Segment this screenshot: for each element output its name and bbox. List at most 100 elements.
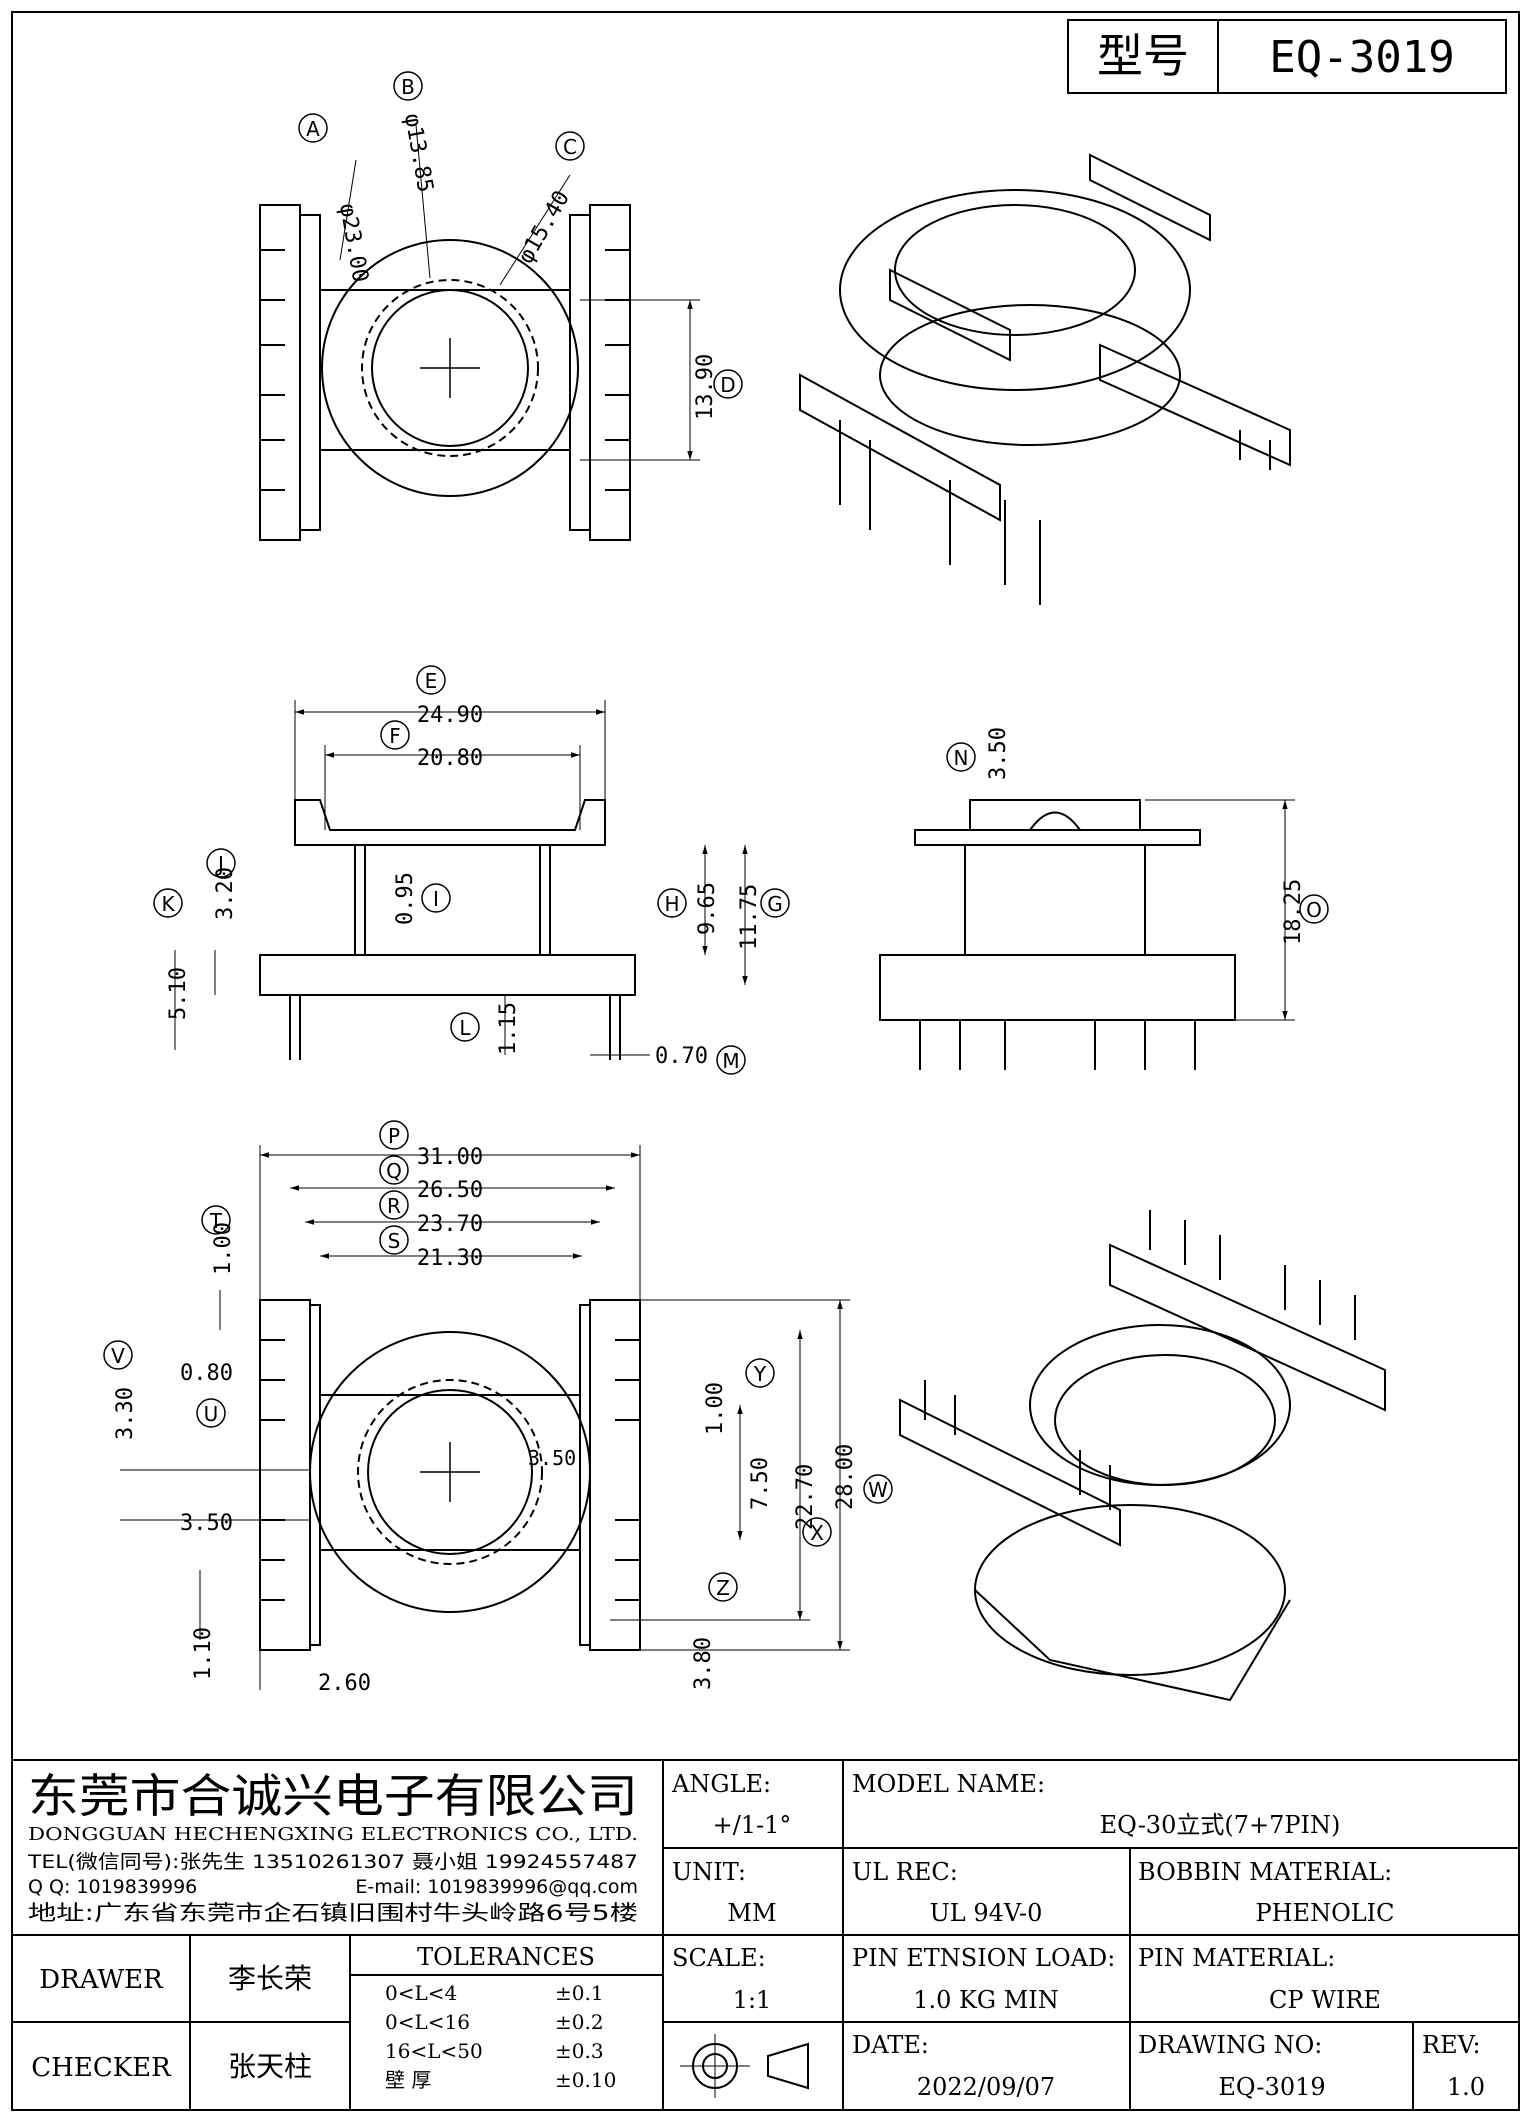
drawing-no-label: DRAWING NO: [1138, 2031, 1322, 2059]
dim-n: 3.50 [986, 727, 1011, 780]
bobbin-material-value: PHENOLIC [1255, 1899, 1394, 1927]
tolerance-value: ±0.3 [555, 2039, 604, 2063]
unit-value: MM [727, 1899, 776, 1927]
top-view [259, 124, 700, 541]
title-block-text: 东莞市合诚兴电子有限公司 DONGGUAN HECHENGXING ELECTR… [27, 1769, 1485, 2101]
dim-y2: 7.50 [748, 1457, 773, 1510]
svg-text:K: K [161, 892, 175, 916]
rev-value: 1.0 [1447, 2073, 1485, 2101]
model-header-value: EQ-3019 [1269, 32, 1454, 83]
callout-f: F [380, 720, 410, 750]
callout-a: A [298, 113, 328, 143]
company-name-cn: 东莞市合诚兴电子有限公司 [28, 1769, 638, 1823]
bottom-view [120, 1145, 850, 1690]
dim-y3: 3.50 [528, 1446, 576, 1470]
dim-c: φ15.40 [514, 187, 575, 268]
svg-text:C: C [563, 135, 577, 159]
callout-q: Q [379, 1155, 409, 1185]
tolerance-range: 16<L<50 [385, 2039, 483, 2063]
sheet-border [11, 11, 1520, 2111]
dim-o: 18.25 [1281, 879, 1306, 945]
callout-l: L [450, 1012, 480, 1042]
tolerance-range: 壁 厚 [385, 2068, 431, 2092]
dim-t: 1.00 [211, 1222, 236, 1275]
callout-c: C [555, 131, 585, 161]
callout-o: O [1299, 894, 1329, 924]
svg-text:U: U [204, 1402, 219, 1426]
callout-t: T [201, 1205, 231, 1235]
company-email: E-mail: 1019839996@qq.com [355, 1876, 638, 1898]
ul-label: UL REC: [852, 1858, 958, 1886]
angle-value: +/1-1° [713, 1811, 792, 1839]
dim-w: 28.00 [833, 1444, 858, 1510]
pin-material-label: PIN MATERIAL: [1138, 1944, 1335, 1972]
svg-text:Z: Z [716, 1576, 730, 1600]
svg-text:S: S [388, 1229, 401, 1253]
dim-p: 31.00 [417, 1145, 483, 1170]
isometric-view-1 [799, 153, 1291, 605]
callout-u: U [196, 1398, 226, 1428]
callout-z: Z [708, 1572, 738, 1602]
dim-f: 20.80 [417, 746, 483, 771]
tolerances-label: TOLERANCES [417, 1943, 595, 1971]
callout-j: J [206, 848, 236, 878]
svg-text:F: F [389, 724, 401, 748]
dim-z: 3.80 [691, 1637, 716, 1690]
date-value: 2022/09/07 [917, 2073, 1055, 2101]
dim-v: 3.30 [113, 1387, 138, 1440]
model-name-label: MODEL NAME: [852, 1770, 1045, 1798]
callout-p: P [379, 1120, 409, 1150]
tolerance-value: ±0.10 [555, 2068, 616, 2092]
svg-text:L: L [459, 1016, 471, 1040]
ul-value: UL 94V-0 [930, 1899, 1043, 1927]
dim-r: 23.70 [417, 1212, 483, 1237]
svg-text:W: W [868, 1478, 888, 1502]
dim-k: 5.10 [166, 967, 191, 1020]
side-view-labels: 3.50 18.25 [986, 727, 1306, 945]
tolerance-value: ±0.1 [555, 1981, 604, 2005]
title-block [12, 1759, 1519, 2110]
svg-text:N: N [954, 746, 969, 770]
dim-s: 21.30 [417, 1246, 483, 1271]
angle-label: ANGLE: [671, 1770, 771, 1798]
dim-v-080: 0.80 [180, 1361, 233, 1386]
svg-text:J: J [216, 852, 224, 876]
checker-label: CHECKER [31, 2053, 172, 2083]
callout-b: B [393, 71, 423, 101]
scale-label: SCALE: [672, 1944, 766, 1972]
callout-s: S [379, 1225, 409, 1255]
dim-m: 0.70 [655, 1044, 708, 1069]
callout-r: R [379, 1190, 409, 1220]
company-address: 地址:广东省东莞市企石镇旧围村牛头岭路6号5楼 [28, 1901, 638, 1925]
date-label: DATE: [852, 2031, 929, 2059]
dim-l: 1.15 [496, 1002, 521, 1055]
scale-value: 1:1 [733, 1986, 772, 2014]
dim-110: 1.10 [191, 1627, 216, 1680]
svg-text:R: R [387, 1194, 401, 1218]
svg-text:V: V [111, 1344, 125, 1368]
dim-h: 9.65 [695, 882, 720, 935]
front-view-labels: 24.90 20.80 11.75 9.65 0.95 3.20 5.10 1.… [166, 703, 762, 1069]
bottom-view-labels: 31.00 26.50 23.70 21.30 1.00 0.80 3.30 3… [113, 1145, 858, 1696]
dim-g: 11.75 [737, 884, 762, 950]
svg-text:A: A [306, 117, 320, 141]
model-header-box: 型号 EQ-3019 [1067, 19, 1507, 94]
callout-i: I [421, 883, 451, 913]
unit-label: UNIT: [672, 1858, 746, 1886]
dim-260: 2.60 [318, 1671, 371, 1696]
isometric-view-2 [899, 1210, 1386, 1702]
tolerance-range: 0<L<4 [385, 1981, 457, 2005]
model-header-label: 型号 [1097, 29, 1189, 83]
rev-label: REV: [1422, 2031, 1481, 2059]
callout-g: G [760, 888, 790, 918]
dim-i: 0.95 [393, 872, 418, 925]
svg-text:B: B [401, 75, 415, 99]
callout-e: E [416, 665, 446, 695]
company-tel: TEL(微信同号):张先生 13510261307 聂小姐 1992455748… [27, 1851, 638, 1873]
pin-material-value: CP WIRE [1269, 1986, 1381, 2014]
svg-text:T: T [209, 1209, 223, 1233]
callout-d: D [713, 369, 743, 399]
callout-w: W [863, 1474, 893, 1504]
company-name-en: DONGGUAN HECHENGXING ELECTRONICS CO., LT… [28, 1824, 638, 1845]
